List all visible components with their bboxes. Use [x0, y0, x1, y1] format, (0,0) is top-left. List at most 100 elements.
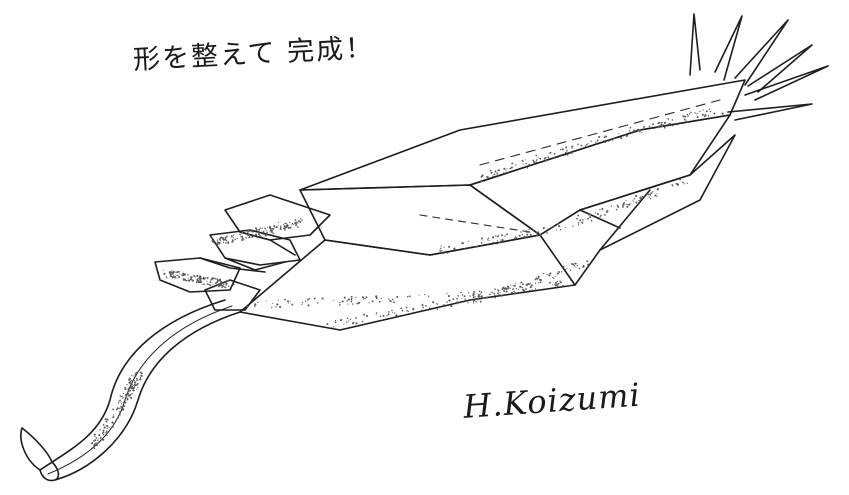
stipple-dot	[348, 320, 350, 322]
stipple-dot	[492, 175, 494, 178]
stipple-dot	[387, 313, 390, 316]
stipple-dot	[355, 317, 357, 319]
stipple-dot	[657, 187, 659, 189]
stipple-dot	[301, 304, 303, 306]
stipple-dot	[587, 263, 590, 266]
stipple-dot	[255, 228, 258, 231]
stipple-dot	[350, 295, 353, 298]
stipple-dot	[173, 270, 175, 273]
stipple-dot	[135, 371, 138, 375]
stipple-dot	[510, 284, 512, 286]
stipple-dot	[672, 185, 674, 187]
stipple-dot	[199, 281, 202, 284]
stipple-dot	[124, 388, 127, 391]
stipple-dot	[249, 230, 251, 232]
stipple-dot	[269, 231, 271, 233]
stipple-dot	[595, 141, 597, 144]
stipple-dot	[604, 141, 606, 144]
tail-center-line	[47, 305, 233, 475]
stipple-dot	[216, 278, 218, 280]
stipple-dot	[225, 242, 227, 244]
stipple-dot	[361, 296, 365, 299]
stipple-dot	[211, 277, 215, 280]
stipple-dot	[296, 224, 298, 226]
stipple-dot	[362, 298, 365, 300]
stipple-dot	[120, 403, 122, 405]
stipple-dot	[577, 224, 580, 226]
stipple-dot	[483, 297, 485, 299]
stipple-dot	[253, 305, 256, 307]
stipple-dot	[93, 443, 96, 446]
stipple-dot	[713, 112, 716, 115]
stipple-dot	[131, 382, 133, 384]
stipple-dot	[284, 226, 287, 229]
stipple-dot	[111, 421, 114, 424]
stipple-dot	[556, 272, 559, 275]
stipple-dot	[122, 408, 125, 411]
stipple-dot	[520, 281, 523, 284]
stipple-dot	[576, 217, 578, 220]
stipple-dot	[196, 274, 199, 277]
stipple-dot	[529, 283, 531, 285]
stipple-dot	[248, 236, 251, 238]
stipple-dot	[631, 132, 633, 134]
stipple-dot	[382, 314, 385, 317]
stipple-dot	[117, 417, 119, 419]
stipple-dot	[546, 232, 548, 234]
stipple-dot	[105, 425, 107, 427]
stipple-dot	[650, 192, 653, 195]
stipple-dot	[559, 154, 562, 156]
stipple-dot	[475, 301, 477, 303]
stipple-dot	[535, 161, 537, 163]
stipple-dot	[599, 216, 601, 218]
stipple-dot	[494, 296, 496, 299]
stipple-dot	[558, 271, 560, 273]
stipple-dot	[197, 280, 200, 283]
stipple-dot	[289, 226, 292, 229]
stipple-dot	[133, 383, 136, 386]
stipple-dot	[520, 231, 522, 233]
tail-outline	[39, 299, 241, 481]
stipple-dot	[279, 305, 282, 308]
stipple-dot	[539, 234, 542, 237]
stipple-dot	[193, 274, 196, 277]
stipple-dot	[418, 294, 420, 296]
stipple-dot	[569, 269, 572, 272]
stipple-dot	[284, 298, 286, 301]
stipple-dot	[564, 268, 567, 271]
stipple-dot	[443, 246, 445, 248]
stipple-dot	[524, 159, 526, 161]
stipple-dot	[659, 121, 661, 124]
stipple-dot	[633, 201, 635, 203]
stipple-dot	[290, 224, 292, 226]
stipple-dot	[361, 320, 364, 323]
stipple-dot	[564, 154, 566, 157]
stipple-dot	[216, 243, 219, 246]
stipple-dot	[607, 140, 610, 142]
stipple-dot	[231, 239, 234, 242]
stipple-dot	[301, 301, 304, 304]
stipple-dot	[594, 212, 597, 214]
stipple-dot	[308, 297, 311, 300]
stipple-dot	[305, 300, 307, 302]
stipple-dot	[510, 291, 514, 294]
stipple-dot	[474, 246, 476, 248]
stipple-dot	[503, 290, 505, 292]
stipple-dot	[657, 122, 660, 125]
stipple-dot	[512, 288, 515, 290]
stipple-dot	[136, 380, 138, 382]
stipple-dot	[119, 407, 121, 410]
stipple-dot	[473, 294, 475, 296]
stipple-dot	[214, 282, 217, 285]
stipple-dot	[277, 299, 279, 301]
stipple-dot	[488, 239, 490, 242]
stipple-dot	[389, 299, 391, 302]
stipple-dot	[557, 282, 560, 285]
stipple-dot	[478, 296, 480, 298]
stipple-dot	[705, 110, 708, 113]
stipple-dot	[578, 267, 581, 270]
stipple-dot	[347, 298, 351, 301]
stipple-dot	[468, 292, 470, 294]
stipple-dot	[496, 243, 498, 245]
